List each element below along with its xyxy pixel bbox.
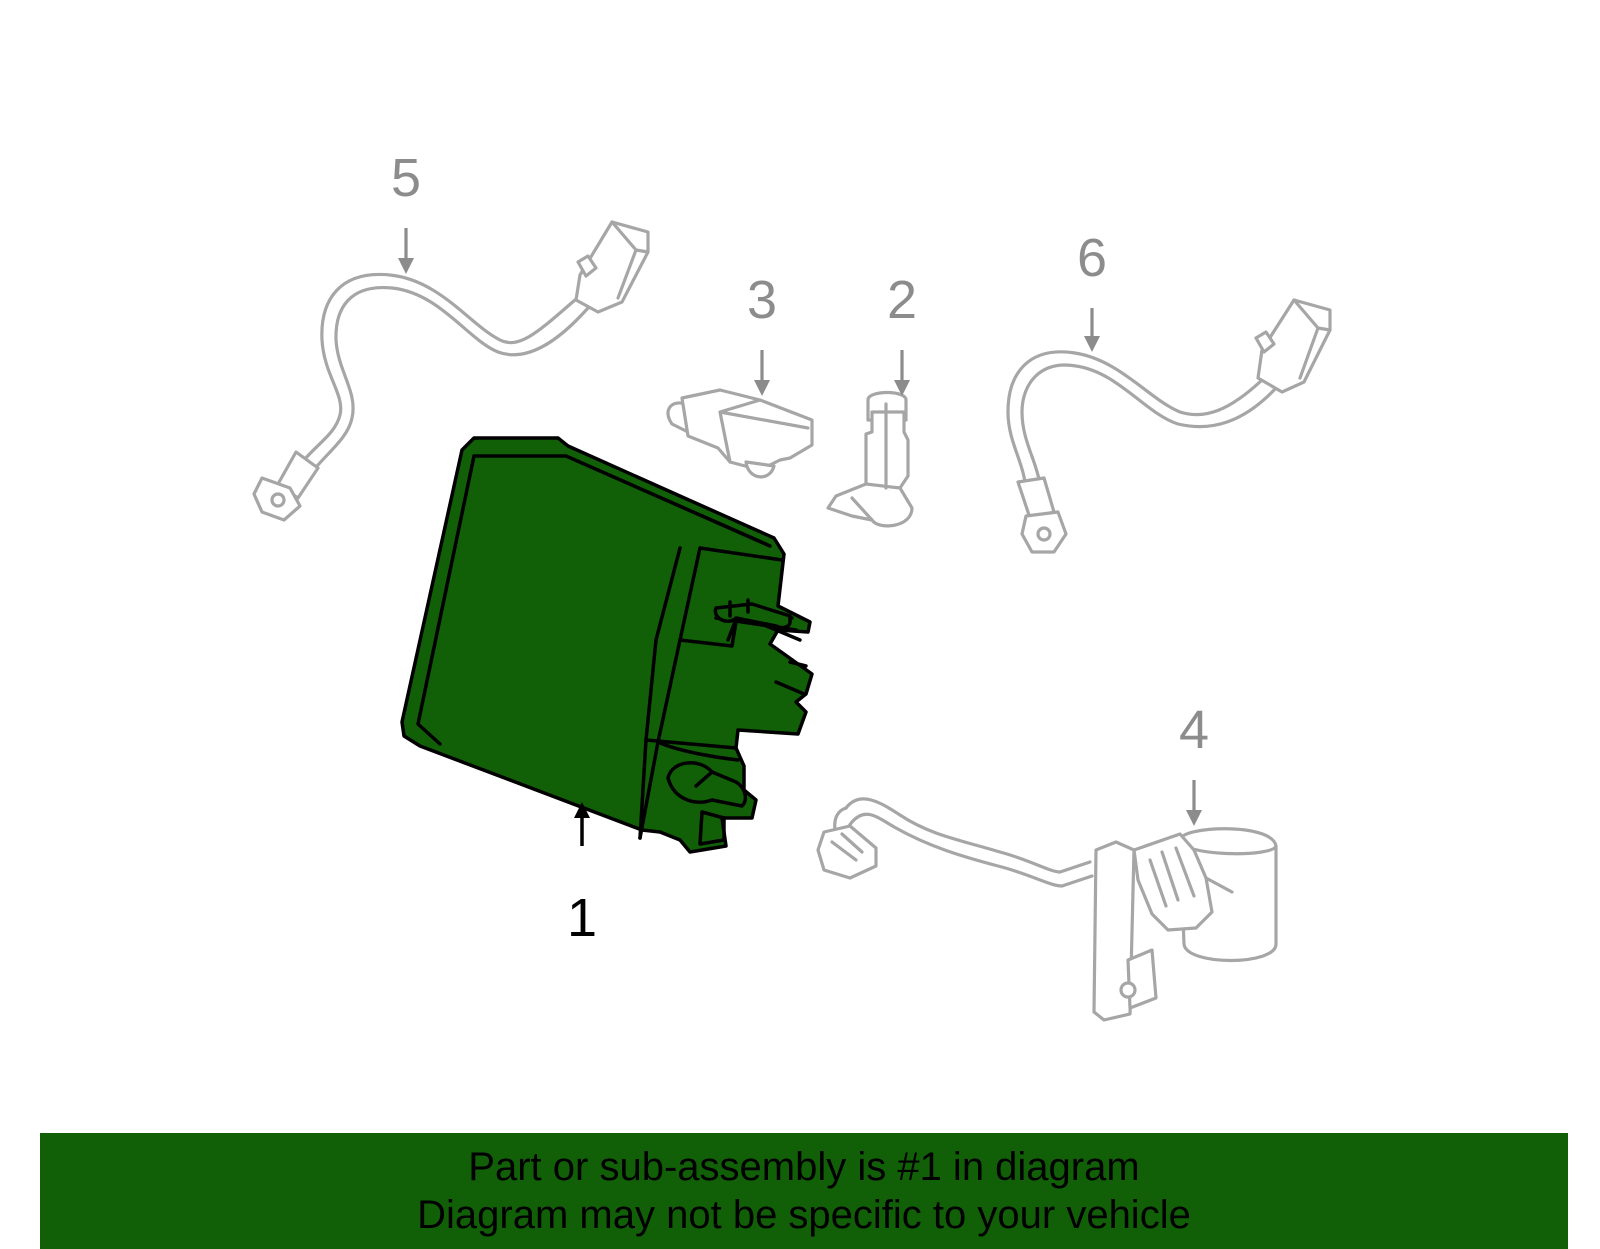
- banner-line-2: Diagram may not be specific to your vehi…: [417, 1193, 1191, 1237]
- callout-label-3: 3: [747, 270, 777, 330]
- banner-line-1: Part or sub-assembly is #1 in diagram: [468, 1145, 1140, 1189]
- callout-label-6: 6: [1077, 228, 1107, 288]
- callout-label-1: 1: [567, 888, 597, 948]
- part-3-sensor[interactable]: [666, 388, 814, 479]
- callout-2: 2: [887, 270, 917, 396]
- part-6-oxygen-sensor[interactable]: [1006, 298, 1332, 554]
- callout-6: 6: [1077, 228, 1107, 352]
- part-2-valve[interactable]: [826, 390, 914, 528]
- callout-5: 5: [391, 148, 421, 274]
- callout-1: 1: [567, 802, 597, 948]
- part-4-pump[interactable]: [816, 797, 1278, 1022]
- callout-label-5: 5: [391, 148, 421, 208]
- info-banner: Part or sub-assembly is #1 in diagram Di…: [40, 1133, 1568, 1249]
- callout-label-4: 4: [1179, 700, 1209, 760]
- callout-label-2: 2: [887, 270, 917, 330]
- part-5-oxygen-sensor[interactable]: [252, 220, 650, 522]
- callout-4: 4: [1179, 700, 1209, 826]
- part-1-canister[interactable]: [400, 436, 814, 854]
- canister-body: [400, 436, 814, 854]
- callout-3: 3: [747, 270, 777, 396]
